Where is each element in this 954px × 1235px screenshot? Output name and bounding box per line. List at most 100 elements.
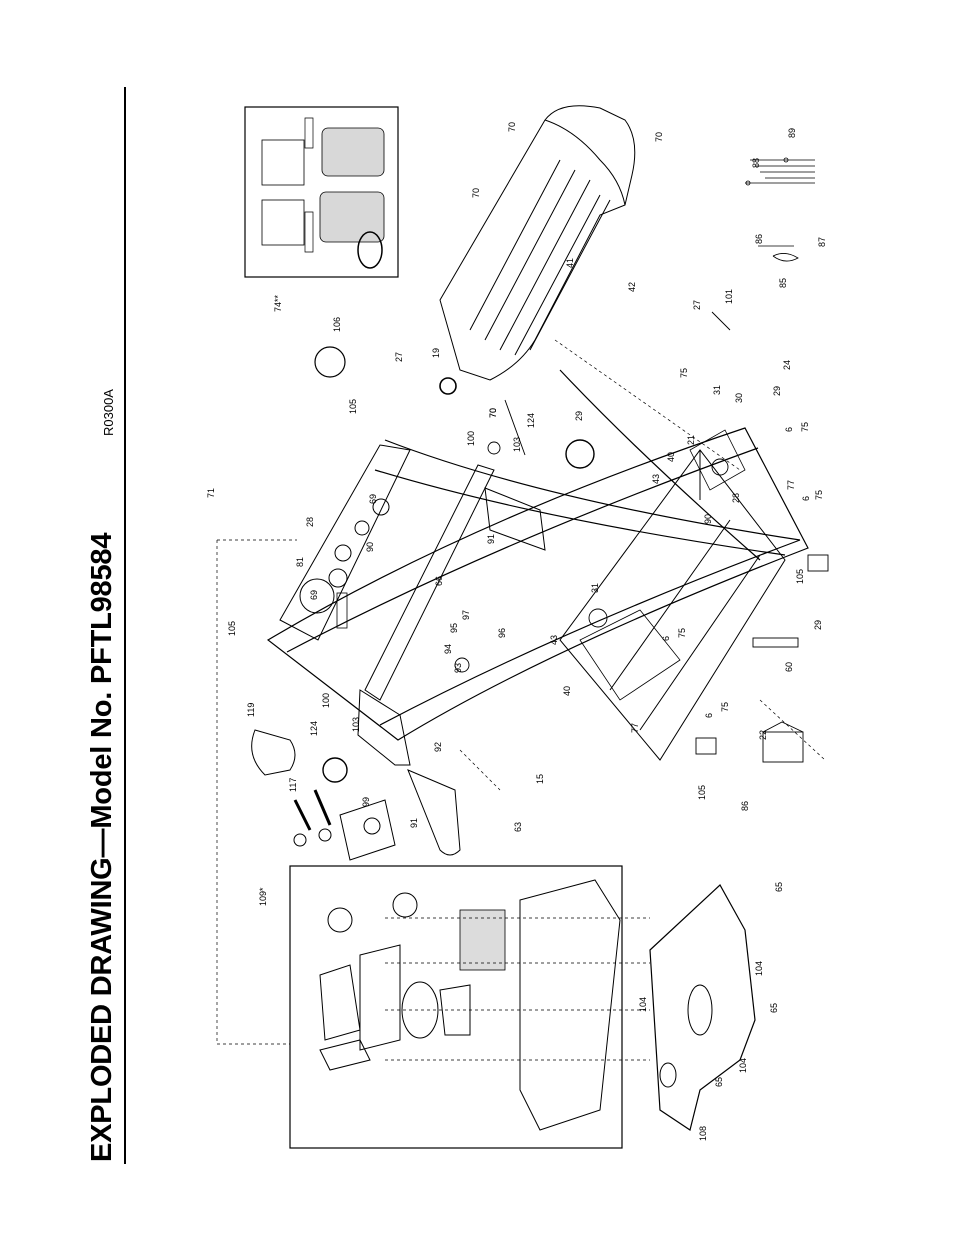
part-callout: 6	[801, 495, 811, 501]
part-callout: 19	[431, 347, 441, 358]
part-callout: 31	[712, 384, 722, 395]
part-callout: 71	[206, 487, 216, 498]
part-callout: 91	[486, 533, 496, 544]
part-callout: 77	[786, 479, 796, 490]
part-callout: 89	[787, 127, 797, 138]
part-callout: 6	[704, 712, 714, 718]
part-callout: 6	[784, 426, 794, 432]
part-callout: 66	[434, 575, 444, 586]
part-callout: 105	[697, 784, 707, 800]
part-callout: 104	[738, 1057, 748, 1073]
accessories	[251, 729, 396, 861]
part-callout: 86	[740, 800, 750, 811]
part-callout: 92	[433, 741, 443, 752]
part-callout: 93	[453, 662, 463, 673]
page-title: EXPLODED DRAWING—Model No. PFTL98584	[86, 532, 118, 1162]
speaker-inset	[244, 106, 399, 278]
part-callout: 28	[305, 516, 315, 527]
part-callout: 75	[814, 489, 824, 500]
part-callout: 75	[677, 627, 687, 638]
part-callout: 70	[507, 121, 517, 132]
part-callout: 90	[365, 541, 375, 552]
part-callout: 96	[497, 627, 507, 638]
console-cover	[649, 884, 756, 1131]
part-callout: 94	[443, 643, 453, 654]
part-callout: 109*	[258, 887, 268, 906]
walking-deck	[439, 105, 636, 381]
part-callout: 65	[774, 881, 784, 892]
part-callout: 119	[246, 702, 256, 717]
leader-lines	[216, 339, 826, 1061]
part-callout: 104	[754, 960, 764, 976]
part-callout: 41	[565, 257, 575, 268]
part-callout: 91	[409, 817, 419, 828]
part-callout: 124	[526, 412, 536, 428]
part-callout: 70	[471, 187, 481, 198]
part-callout: 24	[782, 359, 792, 370]
crossbars-and-handles	[357, 464, 546, 856]
part-callout: 65	[769, 1002, 779, 1013]
part-callout: 29	[772, 385, 782, 396]
part-callout: 40	[666, 451, 676, 462]
part-callout: 97	[461, 609, 471, 620]
part-callout: 75	[720, 701, 730, 712]
part-callout: 65	[714, 1076, 724, 1087]
console-assembly	[279, 444, 411, 641]
part-callout: 21	[686, 434, 696, 445]
part-callout: 85	[778, 277, 788, 288]
part-callout: 74**	[273, 294, 283, 312]
base-frame	[559, 429, 786, 761]
part-callout: 88	[751, 157, 761, 168]
part-callout: 105	[795, 568, 805, 584]
part-callout: 60	[784, 661, 794, 672]
part-callout: 15	[535, 773, 545, 784]
part-callout: 103	[512, 436, 522, 452]
drawing-code: R0300A	[101, 389, 116, 436]
part-callout: 22	[758, 729, 768, 740]
part-callout: 31	[590, 582, 600, 593]
part-callout: 30	[734, 392, 744, 403]
part-callout: 75	[800, 421, 810, 432]
part-callout: 69	[368, 493, 378, 504]
part-callout: 27	[692, 299, 702, 310]
part-callout: 69	[309, 589, 319, 600]
part-callout: 43	[651, 473, 661, 484]
part-callout: 105	[227, 620, 237, 636]
part-callout: 99	[361, 796, 371, 807]
part-callout: 87	[817, 236, 827, 247]
part-callout: 90	[703, 513, 713, 524]
part-callout: 6	[661, 635, 671, 641]
part-callout: 28	[731, 492, 741, 503]
part-callout: 70	[488, 407, 498, 418]
hardware	[745, 157, 815, 262]
part-callout: 100	[466, 430, 476, 446]
upright-frame	[266, 369, 809, 741]
part-callout: 81	[295, 556, 305, 567]
part-callout: 103	[351, 716, 361, 732]
part-callout: 27	[394, 351, 404, 362]
part-callout: 63	[513, 821, 523, 832]
part-callout: 40	[562, 685, 572, 696]
part-callout: 101	[724, 288, 734, 304]
part-callout: 75	[679, 367, 689, 378]
part-callout: 29	[813, 619, 823, 630]
part-callout: 86	[754, 233, 764, 244]
part-callout: 106	[332, 316, 342, 332]
part-callout: 105	[348, 398, 358, 414]
part-callout: 43	[549, 634, 559, 645]
part-callout: 70	[654, 131, 664, 142]
part-callout: 117	[288, 777, 298, 792]
part-callout: 95	[449, 622, 459, 633]
part-callout: 42	[627, 281, 637, 292]
part-callout: 104	[638, 996, 648, 1012]
console-inset	[289, 865, 623, 1149]
part-callout: 108	[698, 1125, 708, 1141]
part-callout: 124	[309, 720, 319, 736]
part-callout: 100	[321, 692, 331, 708]
part-callout: 77	[630, 722, 640, 733]
title-rule	[124, 87, 126, 1164]
small-parts	[314, 311, 829, 783]
part-callout: 29	[574, 410, 584, 421]
